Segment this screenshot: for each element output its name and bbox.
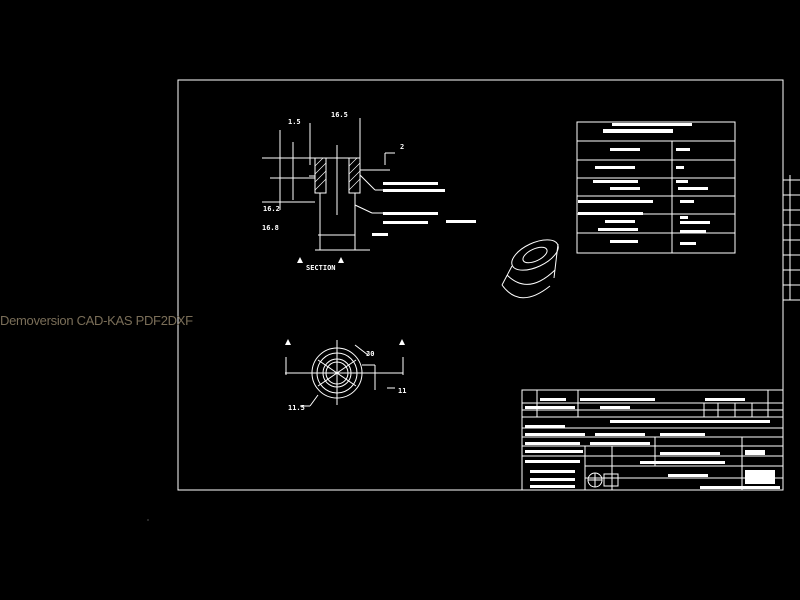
dim-left-height: 16.2: [263, 205, 280, 213]
dim-top-diameter: 16.5: [331, 111, 348, 119]
watermark-text: Demoversion CAD-KAS PDF2DXF: [0, 313, 193, 328]
dim-right-small: 11: [398, 387, 406, 395]
dim-hole: 11.5: [288, 404, 305, 412]
title-block: [521, 389, 784, 491]
dim-lower-height: 16.8: [262, 224, 279, 232]
spec-table: [576, 121, 736, 254]
frame-edge-ticks: [783, 175, 800, 301]
dim-angle: 30: [366, 350, 374, 358]
section-markers: [285, 257, 405, 345]
section-label: SECTION: [306, 264, 336, 272]
section-notes: [372, 182, 476, 236]
isometric-part-view: [501, 239, 559, 299]
dim-note-2: 2: [400, 143, 404, 151]
section-hatching: [314, 157, 361, 191]
dim-top-width: 1.5: [288, 118, 301, 126]
top-view: [285, 340, 404, 407]
stray-dot: [147, 519, 149, 521]
section-view: [262, 118, 395, 251]
